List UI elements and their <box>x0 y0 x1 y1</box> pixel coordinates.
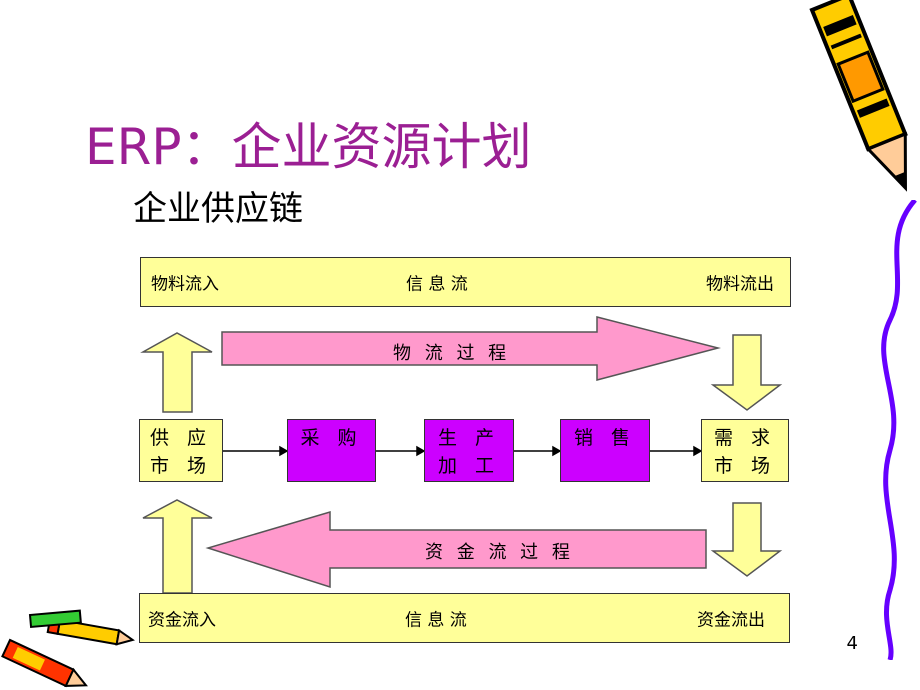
up-arrow-top-left <box>140 332 213 413</box>
down-arrow-bottom-right <box>710 502 783 577</box>
supply-market-node: 供 应 市 场 <box>139 419 223 482</box>
bottom-info-bar: 资金流入 信 息 流 资金流出 <box>139 593 790 643</box>
purchase-node: 采 购 <box>287 419 376 482</box>
supply-market-line-2: 市 场 <box>149 455 213 477</box>
sales-label: 销 售 <box>573 427 637 449</box>
material-outflow-label: 物料流出 <box>706 274 774 295</box>
capital-inflow-label: 资金流入 <box>148 610 216 631</box>
production-node: 生 产 加 工 <box>424 419 514 482</box>
top-info-bar: 物料流入 信 息 流 物料流出 <box>140 257 791 307</box>
page-number: 4 <box>846 633 858 654</box>
supply-market-line-1: 供 应 <box>149 427 213 449</box>
up-arrow-bottom-left <box>142 499 213 594</box>
slide-subtitle: 企业供应链 <box>133 189 303 229</box>
info-flow-label-top: 信 息 流 <box>406 274 468 295</box>
pencils-clipart-bottom <box>1 609 135 688</box>
slide-title: ERP：企业资源计划 <box>85 118 532 176</box>
purchase-label: 采 购 <box>300 427 363 449</box>
material-flow-arrow <box>221 316 721 381</box>
production-line-2: 加 工 <box>437 455 501 477</box>
down-arrow-top-right <box>710 334 783 411</box>
demand-market-node: 需 求 市 场 <box>701 419 789 482</box>
demand-market-line-1: 需 求 <box>713 427 777 449</box>
sales-node: 销 售 <box>560 419 650 482</box>
capital-flow-arrow <box>205 510 707 589</box>
material-inflow-label: 物料流入 <box>151 274 219 295</box>
capital-outflow-label: 资金流出 <box>697 610 765 631</box>
info-flow-label-bottom: 信 息 流 <box>405 610 467 631</box>
material-flow-label: 物 流 过 程 <box>393 343 511 364</box>
production-line-1: 生 产 <box>437 427 501 449</box>
capital-flow-label: 资 金 流 过 程 <box>425 542 574 563</box>
demand-market-line-2: 市 场 <box>713 455 777 477</box>
pencil-clipart-top <box>809 0 908 192</box>
purple-squiggle-decoration <box>881 200 917 660</box>
